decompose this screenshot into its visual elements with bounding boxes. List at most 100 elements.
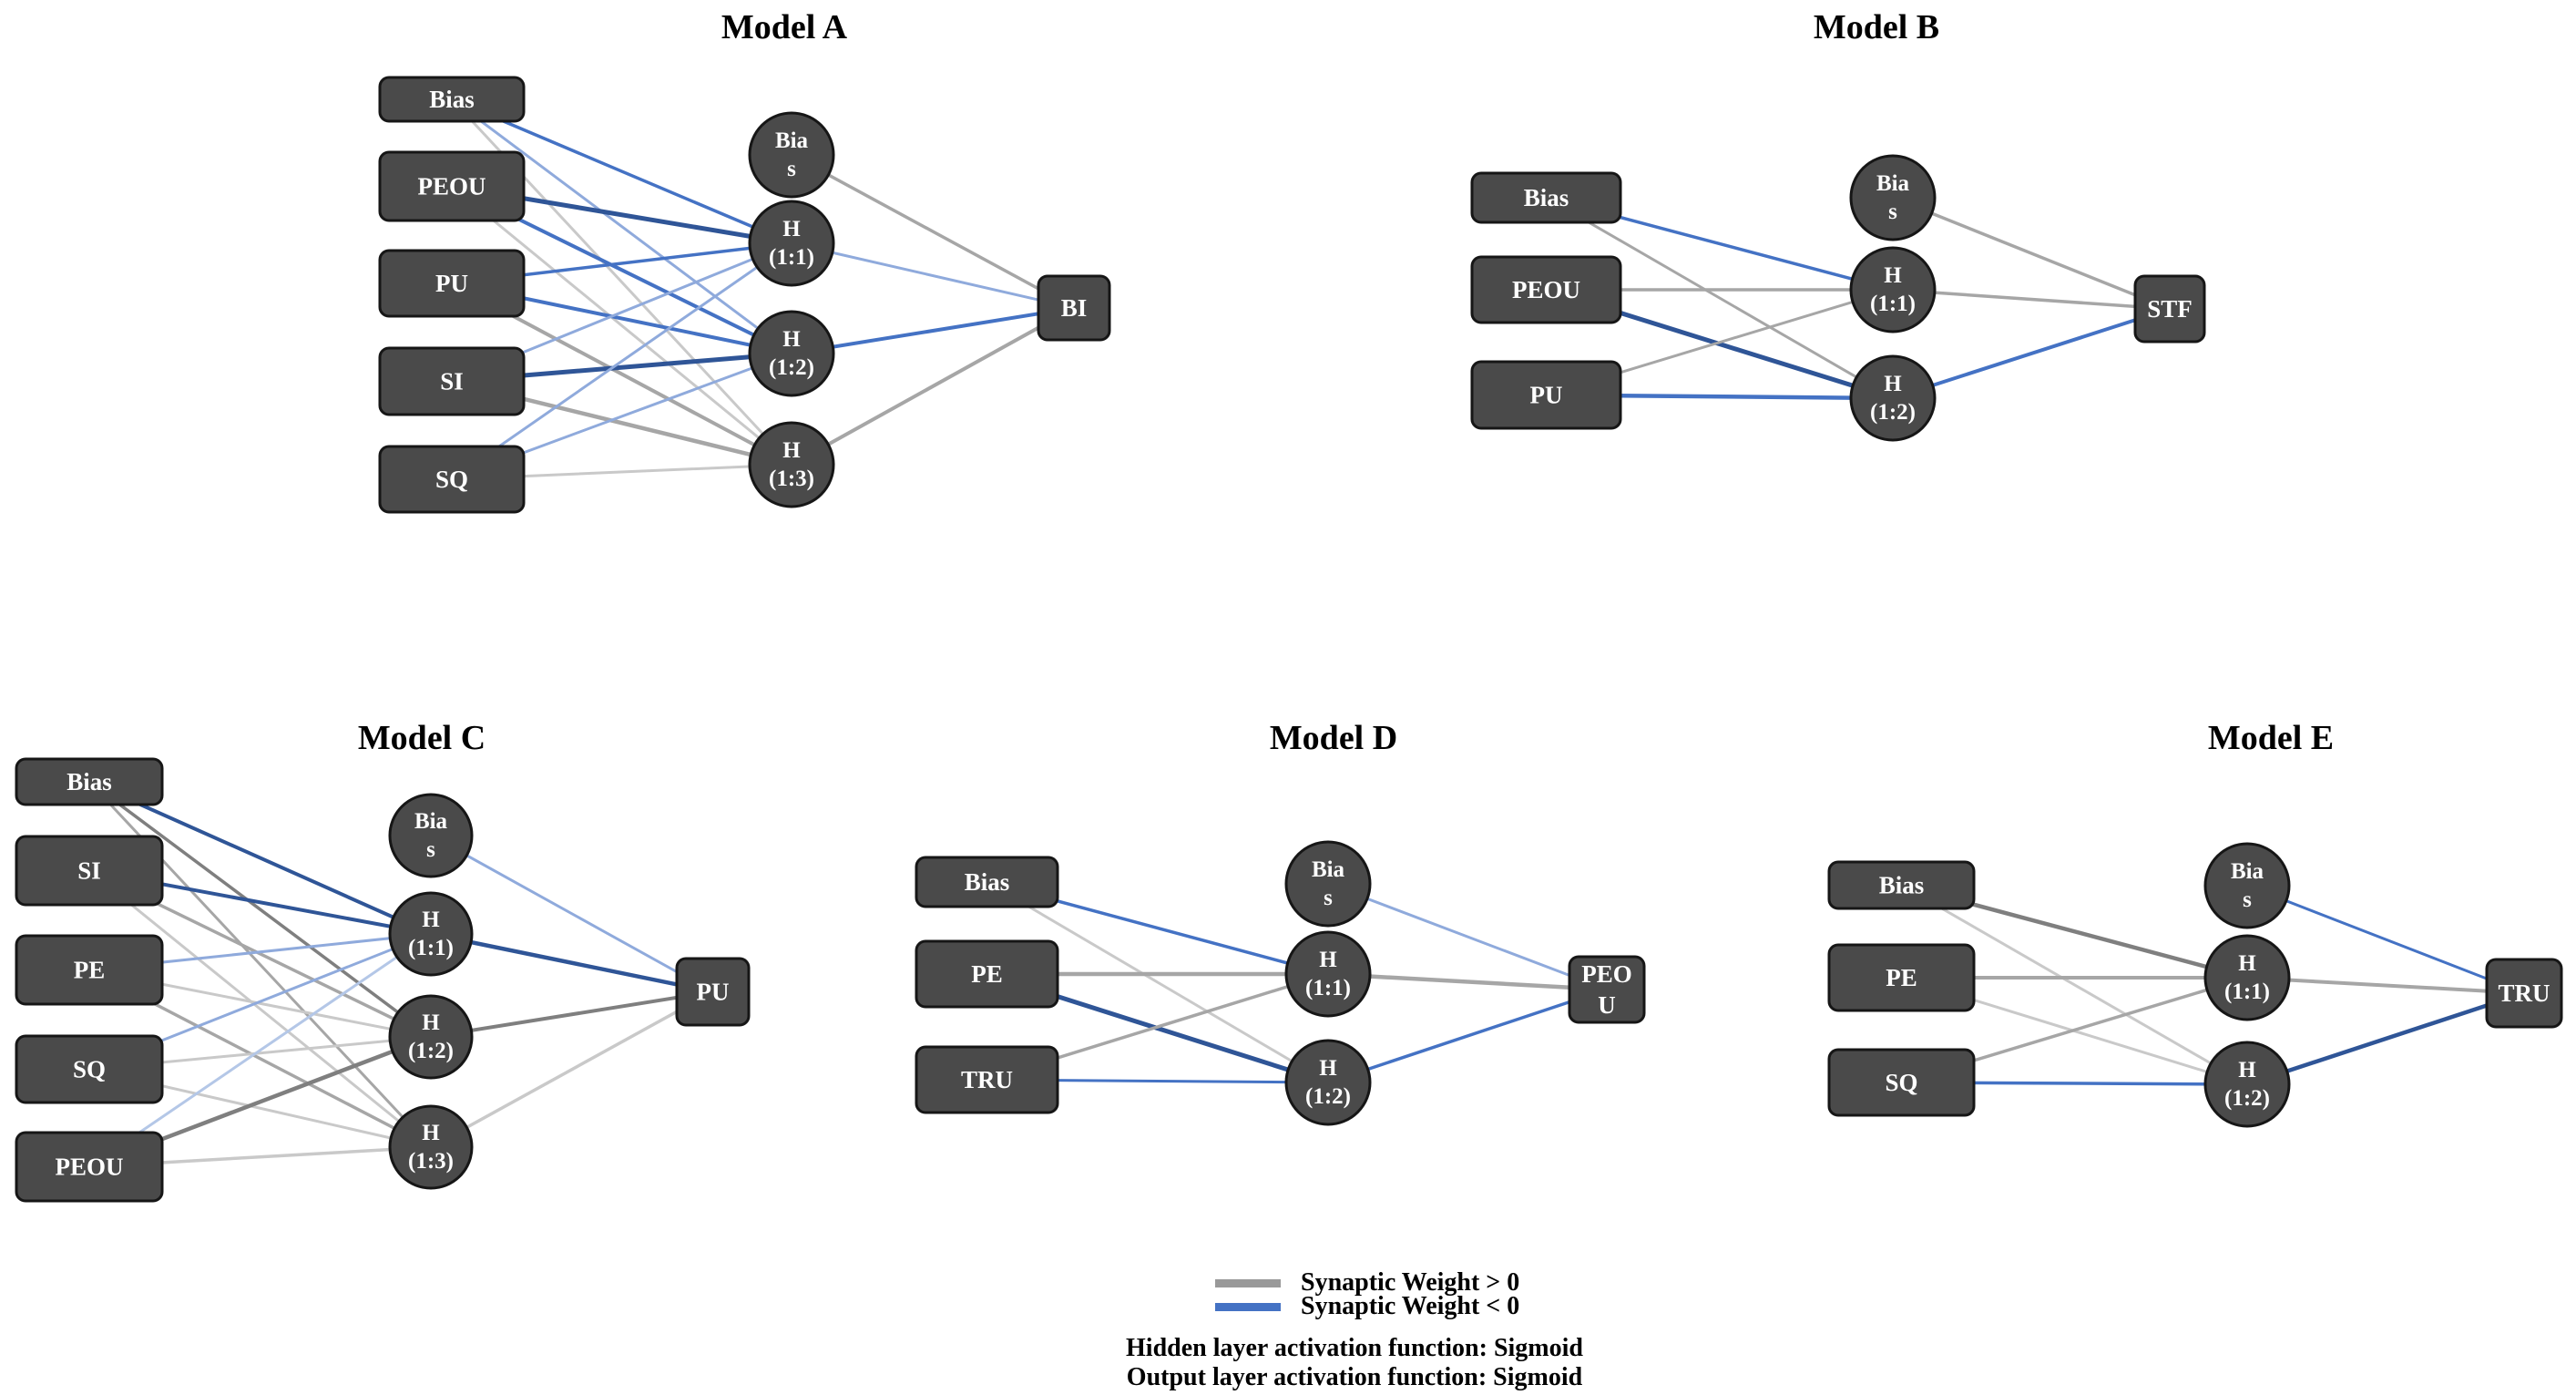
model-c-hidden-h1-1 <box>388 891 474 977</box>
model-d-input-tru <box>915 1045 1059 1114</box>
model-c-edge-h3-o0-positive <box>429 990 715 1149</box>
model-a-hidden-h1-2-label: H <box>782 327 801 352</box>
model-b-edge-h0-o0-positive <box>1891 196 2172 311</box>
model-a-edge-i0-h2-negative <box>450 97 793 355</box>
model-e-hidden-bias <box>2203 842 2291 929</box>
model-e-title: Model E <box>2207 719 2335 757</box>
model-e-hidden-h1-2-label: H <box>2238 1058 2256 1082</box>
model-c-output-pu <box>675 957 751 1027</box>
model-a-hidden-h1-3-label: H <box>782 438 801 463</box>
model-d-edge-h2-o0-negative <box>1326 988 1609 1084</box>
model-b-input-pu <box>1470 360 1622 430</box>
model-d-hidden-bias-label: s <box>1324 886 1333 910</box>
model-e-hidden-h1-2-label: (1:2) <box>2224 1086 2270 1111</box>
model-c-input-bias <box>15 757 164 806</box>
legend-label-positive: Synaptic Weight > 0 <box>1301 1268 1520 1297</box>
model-d-edge-i0-h2-positive <box>986 880 1330 1084</box>
model-b-edge-i0-h2-positive <box>1545 196 1895 400</box>
model-b-input-peou <box>1470 255 1622 324</box>
model-b-hidden-bias-label: s <box>1888 200 1897 224</box>
model-c-input-peou-label: PEOU <box>55 1154 123 1181</box>
model-e-hidden-h1-1-label: (1:1) <box>2224 980 2270 1004</box>
model-a-hidden-bias-label: s <box>787 157 796 181</box>
model-c-input-bias-label: Bias <box>66 768 112 795</box>
model-a-hidden-h1-1-label: H <box>782 217 801 241</box>
model-c-input-si <box>15 835 164 907</box>
model-a-input-si-label: SI <box>440 368 464 395</box>
model-a-hidden-bias <box>748 111 835 199</box>
model-e-output-tru-label: TRU <box>2498 980 2550 1007</box>
hidden-activation-note: Hidden layer activation function: Sigmoi… <box>1126 1334 1583 1362</box>
model-c-edge-i0-h2-positive <box>87 780 433 1039</box>
model-b-edge-h2-o0-negative <box>1891 307 2172 400</box>
model-e-hidden-h1-1 <box>2203 934 2291 1021</box>
model-c-input-pe-label: PE <box>74 957 106 984</box>
model-a-input-bias <box>378 76 526 123</box>
model-b-hidden-h1-1-label: H <box>1884 263 1902 288</box>
model-c-hidden-h1-3-label: H <box>422 1121 440 1145</box>
model-c-hidden-h1-2-label: (1:2) <box>408 1039 454 1063</box>
model-e-input-bias-label: Bias <box>1879 872 1925 899</box>
model-d-hidden-h1-2-label: (1:2) <box>1305 1084 1351 1109</box>
negative-weight-swatch <box>1215 1302 1281 1311</box>
model-b-output-stf-label: STF <box>2147 295 2193 323</box>
model-a-input-pu-label: PU <box>435 270 468 297</box>
model-d-hidden-bias-label: Bia <box>1312 857 1345 882</box>
model-c-edge-h1-o0-negative <box>428 931 715 994</box>
model-b-input-bias-label: Bias <box>1524 184 1569 211</box>
model-a-edge-h2-o0-negative <box>790 306 1076 355</box>
model-a-hidden-h1-2 <box>748 310 835 397</box>
model-d-hidden-bias <box>1284 840 1372 928</box>
model-a-hidden-h1-2-label: (1:2) <box>769 355 814 380</box>
model-b-hidden-h1-1 <box>1849 246 1937 333</box>
model-e-input-bias <box>1827 860 1976 910</box>
model-a-hidden-bias-label: Bia <box>775 128 809 153</box>
model-d-input-bias-label: Bias <box>965 868 1010 896</box>
positive-weight-swatch <box>1215 1278 1281 1287</box>
model-e-input-sq <box>1827 1048 1976 1117</box>
model-d-hidden-h1-2 <box>1284 1039 1372 1126</box>
model-e-edge-h0-o0-negative <box>2245 884 2526 995</box>
model-c-input-sq <box>15 1034 164 1104</box>
model-a-input-sq-label: SQ <box>435 466 468 493</box>
model-e-hidden-bias-label: Bia <box>2231 859 2264 884</box>
model-a-hidden-h1-3-label: (1:3) <box>769 467 814 491</box>
model-c-edge-h2-o0-positive <box>429 990 715 1039</box>
model-b-hidden-h1-2 <box>1849 354 1937 442</box>
model-c-hidden-h1-2-label: H <box>422 1010 440 1035</box>
model-a-edge-i1-h3-positive <box>450 185 793 467</box>
model-c-title: Model C <box>357 719 486 757</box>
model-c-hidden-h1-2 <box>388 994 474 1080</box>
model-e-output-tru <box>2485 958 2563 1029</box>
model-e-input-pe-label: PE <box>1886 964 1917 991</box>
model-a-edge-h3-o0-positive <box>790 306 1076 467</box>
model-c-edge-i4-h1-negative <box>87 932 433 1168</box>
model-d-edge-h1-o0-positive <box>1325 971 1610 992</box>
model-a-input-peou <box>378 150 526 222</box>
model-b-input-peou-label: PEOU <box>1512 276 1580 303</box>
model-a-input-bias-label: Bias <box>429 86 475 113</box>
model-e-hidden-h1-1-label: H <box>2238 951 2256 976</box>
model-d-output-peou-label: PEO <box>1581 960 1632 988</box>
model-b-hidden-bias-label: Bia <box>1876 171 1910 196</box>
model-c-input-pe <box>15 934 164 1006</box>
model-d-edge-h0-o0-negative <box>1326 882 1609 991</box>
model-d-hidden-h1-2-label: H <box>1319 1056 1337 1081</box>
model-c-edge-i0-h1-negative <box>87 780 433 936</box>
model-a-output-bi-label: BI <box>1061 294 1088 322</box>
model-c-input-si-label: SI <box>77 857 101 885</box>
model-c-input-peou <box>15 1131 164 1203</box>
model-a-output-bi <box>1037 274 1111 342</box>
model-c-output-pu-label: PU <box>697 979 730 1006</box>
model-e-edge-i0-h2-positive <box>1900 884 2249 1086</box>
model-c-hidden-bias <box>388 793 474 878</box>
legend-label-negative: Synaptic Weight < 0 <box>1301 1292 1520 1320</box>
model-e-edge-h1-o0-positive <box>2245 976 2526 995</box>
